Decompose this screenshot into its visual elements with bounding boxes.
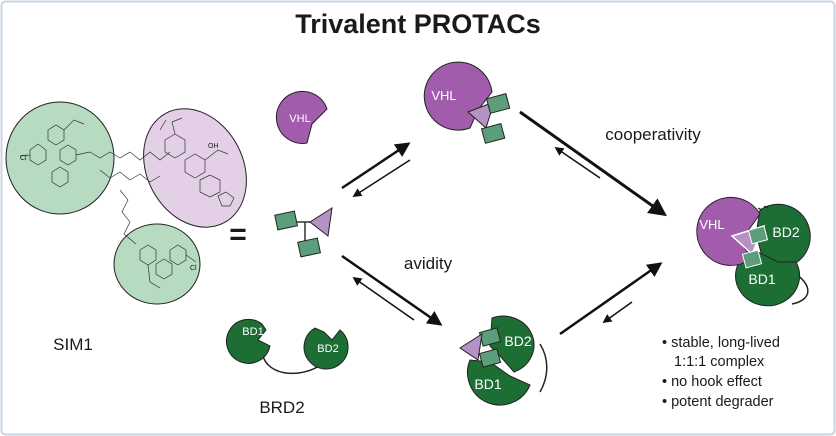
ternary-vhl-label: VHL [699,217,724,232]
vhl-complex-ligand [467,101,495,129]
cooperativity-label: cooperativity [605,125,701,144]
brd2-complex-bd1-label: BD1 [474,376,501,392]
brd2-bd2-shape [303,327,349,370]
equilibrium-arrows [341,110,667,336]
equals-sign: = [229,218,247,251]
arrow-sim1-to-vhl [341,142,411,190]
arrow-ternary-to-brd2 [602,301,633,324]
brd2-complex-bd2-label: BD2 [504,333,531,349]
brd2-bd1-shape [225,318,271,364]
arrow-sim1-to-brd2 [341,254,443,326]
ternary-bd1-label: BD1 [748,271,775,287]
warhead-block-1 [274,210,299,231]
brd2-bd2-label: BD2 [317,343,338,355]
sim1-chemical-structure [19,117,235,289]
ternary-warhead-1 [747,225,769,245]
vhl-complex-label: VHL [431,88,456,103]
arrow-brd2-to-ternary [559,262,663,336]
sim1-molecule: Cl Cl OH SIM1 [5,101,247,354]
brd2-complex-warhead-2 [478,348,502,368]
vhl-free-label: VHL [289,113,310,125]
sim1-vhl-ligand-region [143,108,247,228]
sim1-cartoon [274,206,333,258]
vhl-complex-warhead-1 [485,93,511,114]
brd2-label: BRD2 [259,398,304,417]
vhl-free-shape [275,90,328,144]
vhl-ligand-triangle [309,206,333,237]
brd2-free: BD1 BD2 BRD2 [225,318,349,417]
brd2-complex-ligand [459,332,483,361]
bullet-no-hook: • no hook effect [662,374,762,390]
vhl-sim1-complex: VHL [423,61,511,144]
figure-title: Trivalent PROTACs [295,9,541,39]
sim1-atom-cl-2: Cl [190,265,197,272]
brd2-complex-bd2-shape [489,315,535,373]
brd2-complex-linker [539,343,548,393]
brd2-complex-bd1-shape [467,359,531,406]
avidity-label: avidity [404,254,453,273]
ternary-complex: BD2 BD1 VHL [696,196,811,307]
bullet-stoichiometry: 1:1:1 complex [674,354,765,370]
arrow-ternary-to-vhl [554,146,601,179]
sim1-atom-oh: OH [208,143,219,150]
arrow-vhl-to-sim1 [352,159,411,197]
ternary-contact-marks [757,205,769,211]
bullet-stable: • stable, long-lived [662,335,780,351]
warhead-block-2 [297,237,322,258]
brd2-bd1-label: BD1 [242,326,263,338]
brd2-sim1-complex: BD2 BD1 [459,315,548,406]
sim1-label: SIM1 [53,335,93,354]
vhl-free: VHL [275,90,328,144]
ternary-warhead-2 [741,249,763,269]
bullet-potent: • potent degrader [662,394,774,410]
arrow-brd2-to-sim1 [352,276,415,321]
ternary-bd2-label: BD2 [772,224,799,240]
vhl-complex-warhead-2 [480,123,506,144]
ternary-vhl-shape [696,196,761,266]
sim1-atom-cl: Cl [20,155,27,162]
arrow-vhl-to-ternary [519,110,667,217]
properties-list: • stable, long-lived 1:1:1 complex • no … [662,335,780,410]
